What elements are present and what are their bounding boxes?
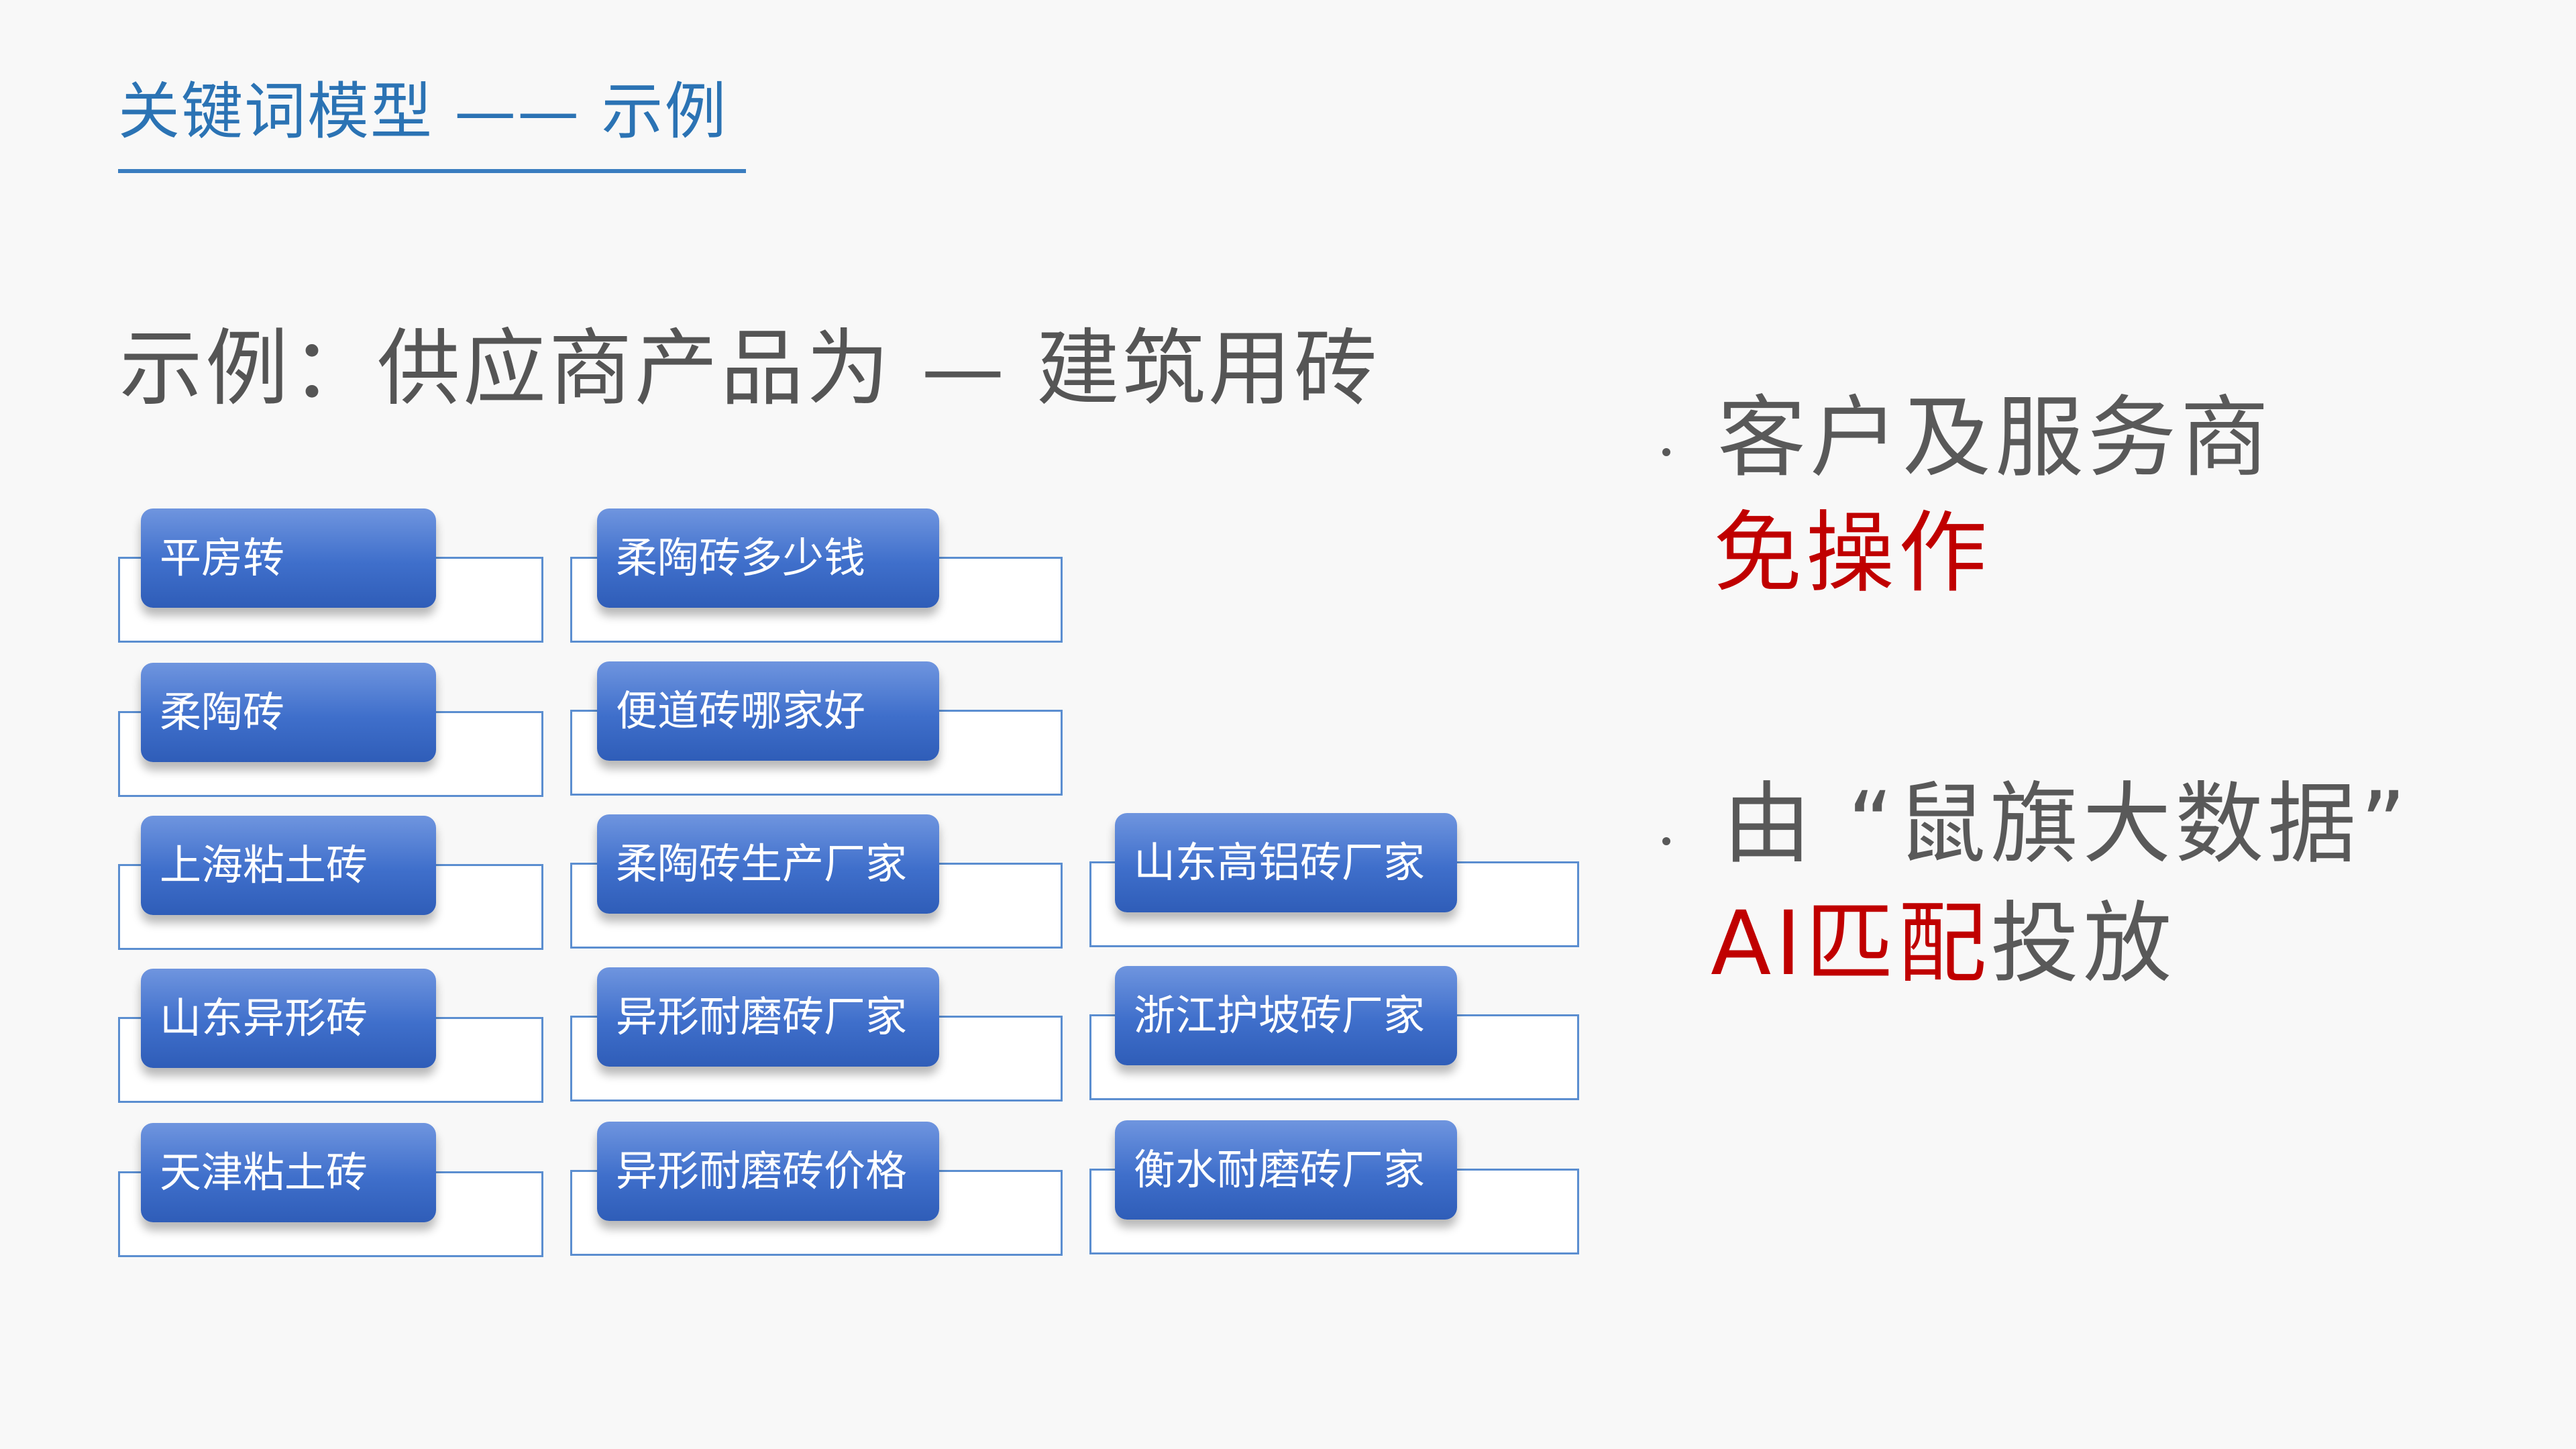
slide-title: 关键词模型 —— 示例 bbox=[118, 76, 728, 148]
keyword-chip: 平房转 bbox=[141, 508, 436, 608]
subtitle: 示例：供应商产品为 — 建筑用砖 bbox=[119, 321, 1380, 417]
keyword-chip: 山东高铝砖厂家 bbox=[1115, 813, 1457, 912]
keyword-chip: 柔陶砖生产厂家 bbox=[597, 814, 939, 914]
bullet-1-line1: 客户及服务商 bbox=[1717, 386, 2273, 490]
bullet-2-line1: 由 “鼠旗大数据” bbox=[1723, 773, 2410, 876]
delivery-text: 投放 bbox=[1990, 892, 2176, 996]
keyword-chip: 异形耐磨砖厂家 bbox=[597, 967, 939, 1067]
keyword-chip: 山东异形砖 bbox=[141, 969, 436, 1068]
keyword-chip: 衡水耐磨砖厂家 bbox=[1115, 1120, 1457, 1220]
keyword-chip: 便道砖哪家好 bbox=[597, 661, 939, 761]
keyword-chip: 柔陶砖 bbox=[141, 663, 436, 762]
bullet-dot bbox=[1662, 448, 1670, 456]
keyword-chip: 天津粘土砖 bbox=[141, 1123, 436, 1222]
bullet-2-line2: AI匹配投放 bbox=[1711, 887, 2176, 1001]
bullet-1-line2: 免操作 bbox=[1713, 502, 1991, 605]
keyword-chip: 上海粘土砖 bbox=[141, 816, 436, 915]
keyword-chip: 异形耐磨砖价格 bbox=[597, 1122, 939, 1221]
title-underline bbox=[118, 169, 746, 173]
bullet-dot bbox=[1662, 837, 1670, 845]
keyword-chip: 浙江护坡砖厂家 bbox=[1115, 966, 1457, 1065]
keyword-chip: 柔陶砖多少钱 bbox=[597, 508, 939, 608]
ai-match-text: AI匹配 bbox=[1711, 892, 1991, 996]
